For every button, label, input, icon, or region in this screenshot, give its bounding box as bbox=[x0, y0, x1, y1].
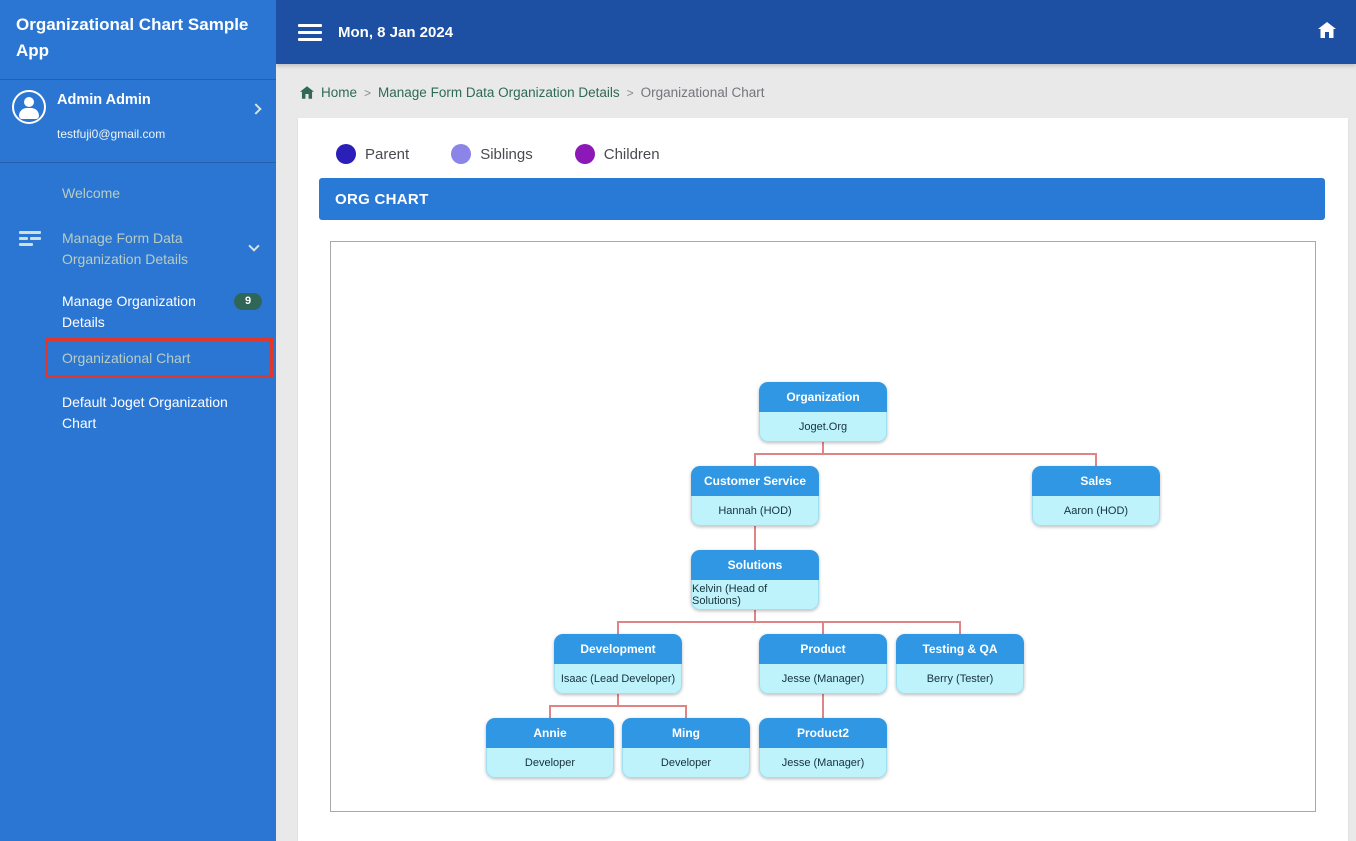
breadcrumb-separator: > bbox=[364, 85, 372, 100]
node-title: Testing & QA bbox=[896, 634, 1024, 664]
connector-line bbox=[754, 453, 1097, 455]
connector-line bbox=[822, 442, 824, 454]
breadcrumb-current: Organizational Chart bbox=[640, 85, 765, 100]
topbar-date: Mon, 8 Jan 2024 bbox=[338, 24, 454, 41]
connector-line bbox=[685, 705, 687, 718]
parent-color-dot bbox=[336, 144, 356, 164]
node-title: Customer Service bbox=[691, 466, 819, 496]
sidebar-item-label: Welcome bbox=[62, 185, 121, 201]
org-node-customer-service[interactable]: Customer Service Hannah (HOD) bbox=[691, 466, 819, 526]
menu-icon[interactable] bbox=[298, 24, 322, 41]
org-chart-panel-header: ORG CHART bbox=[319, 178, 1325, 220]
node-subtitle: Jesse (Manager) bbox=[759, 664, 887, 694]
legend-item-parent: Parent bbox=[336, 144, 409, 164]
org-node-product2[interactable]: Product2 Jesse (Manager) bbox=[759, 718, 887, 778]
sidebar-item-label: Manage Form Data Organization Details bbox=[62, 230, 189, 267]
panel-title: ORG CHART bbox=[335, 190, 429, 208]
topbar: Mon, 8 Jan 2024 bbox=[276, 0, 1356, 64]
org-node-ming[interactable]: Ming Developer bbox=[622, 718, 750, 778]
node-subtitle: Hannah (HOD) bbox=[691, 496, 819, 526]
count-badge: 9 bbox=[234, 293, 262, 310]
node-subtitle: Developer bbox=[622, 748, 750, 778]
app-title: Organizational Chart Sample App bbox=[0, 0, 276, 80]
content-panel: Parent Siblings Children ORG CHART bbox=[298, 118, 1348, 841]
connector-line bbox=[754, 453, 756, 466]
org-node-product[interactable]: Product Jesse (Manager) bbox=[759, 634, 887, 694]
siblings-color-dot bbox=[451, 144, 472, 164]
node-subtitle: Berry (Tester) bbox=[896, 664, 1024, 694]
org-node-solutions[interactable]: Solutions Kelvin (Head of Solutions) bbox=[691, 550, 819, 610]
node-title: Sales bbox=[1032, 466, 1160, 496]
breadcrumb-separator: > bbox=[626, 85, 634, 100]
legend-label: Siblings bbox=[480, 145, 533, 163]
legend-item-children: Children bbox=[574, 144, 660, 164]
user-name: Admin Admin bbox=[57, 92, 151, 108]
node-subtitle: Kelvin (Head of Solutions) bbox=[691, 580, 819, 610]
org-node-testing-qa[interactable]: Testing & QA Berry (Tester) bbox=[896, 634, 1024, 694]
sidebar-item-default-joget-org-chart[interactable]: Default Joget Organization Chart bbox=[0, 392, 276, 434]
sidebar: Organizational Chart Sample App Admin Ad… bbox=[0, 0, 276, 841]
node-title: Solutions bbox=[691, 550, 819, 580]
node-title: Organization bbox=[759, 382, 887, 412]
sidebar-item-organizational-chart[interactable]: Organizational Chart bbox=[45, 338, 273, 378]
sidebar-item-manage-organization-details[interactable]: Manage Organization Details 9 bbox=[0, 291, 276, 333]
node-title: Product bbox=[759, 634, 887, 664]
node-title: Annie bbox=[486, 718, 614, 748]
node-title: Development bbox=[554, 634, 682, 664]
chevron-down-icon bbox=[248, 240, 260, 252]
connector-line bbox=[959, 621, 961, 634]
sidebar-item-label: Manage Organization Details bbox=[62, 293, 196, 330]
connector-line bbox=[822, 621, 824, 634]
sidebar-item-label: Default Joget Organization Chart bbox=[62, 394, 228, 431]
sidebar-item-label: Organizational Chart bbox=[62, 349, 191, 366]
connector-line bbox=[754, 526, 756, 550]
node-subtitle: Aaron (HOD) bbox=[1032, 496, 1160, 526]
breadcrumb-home-link[interactable]: Home bbox=[321, 85, 358, 100]
node-subtitle: Joget.Org bbox=[759, 412, 887, 442]
connector-line bbox=[617, 694, 619, 706]
node-subtitle: Developer bbox=[486, 748, 614, 778]
sidebar-item-welcome[interactable]: Welcome bbox=[0, 183, 276, 204]
list-icon bbox=[19, 231, 41, 247]
chevron-right-icon bbox=[250, 103, 262, 115]
connector-line bbox=[754, 610, 756, 622]
connector-line bbox=[822, 694, 824, 718]
org-node-sales[interactable]: Sales Aaron (HOD) bbox=[1032, 466, 1160, 526]
connector-line bbox=[549, 705, 551, 718]
connector-line bbox=[1095, 453, 1097, 466]
sidebar-item-manage-form-data[interactable]: Manage Form Data Organization Details bbox=[0, 228, 276, 270]
legend: Parent Siblings Children bbox=[336, 144, 660, 164]
org-node-development[interactable]: Development Isaac (Lead Developer) bbox=[554, 634, 682, 694]
user-email: testfuji0@gmail.com bbox=[57, 127, 166, 141]
legend-item-siblings: Siblings bbox=[451, 144, 533, 164]
breadcrumb-parent-link[interactable]: Manage Form Data Organization Details bbox=[378, 85, 620, 100]
node-title: Ming bbox=[622, 718, 750, 748]
org-node-organization[interactable]: Organization Joget.Org bbox=[759, 382, 887, 442]
org-node-annie[interactable]: Annie Developer bbox=[486, 718, 614, 778]
node-subtitle: Isaac (Lead Developer) bbox=[554, 664, 682, 694]
breadcrumb-home-icon bbox=[300, 86, 314, 99]
node-title: Product2 bbox=[759, 718, 887, 748]
user-section[interactable]: Admin Admin testfuji0@gmail.com bbox=[0, 63, 276, 163]
connector-line bbox=[549, 705, 687, 707]
avatar-icon bbox=[12, 90, 46, 124]
org-chart-canvas: Organization Joget.Org Customer Service … bbox=[330, 241, 1316, 812]
breadcrumb: Home > Manage Form Data Organization Det… bbox=[300, 85, 764, 100]
home-icon[interactable] bbox=[1318, 22, 1336, 38]
legend-label: Children bbox=[603, 145, 660, 163]
node-subtitle: Jesse (Manager) bbox=[759, 748, 887, 778]
connector-line bbox=[617, 621, 961, 623]
children-color-dot bbox=[574, 144, 595, 164]
legend-label: Parent bbox=[365, 145, 410, 163]
connector-line bbox=[617, 621, 619, 634]
